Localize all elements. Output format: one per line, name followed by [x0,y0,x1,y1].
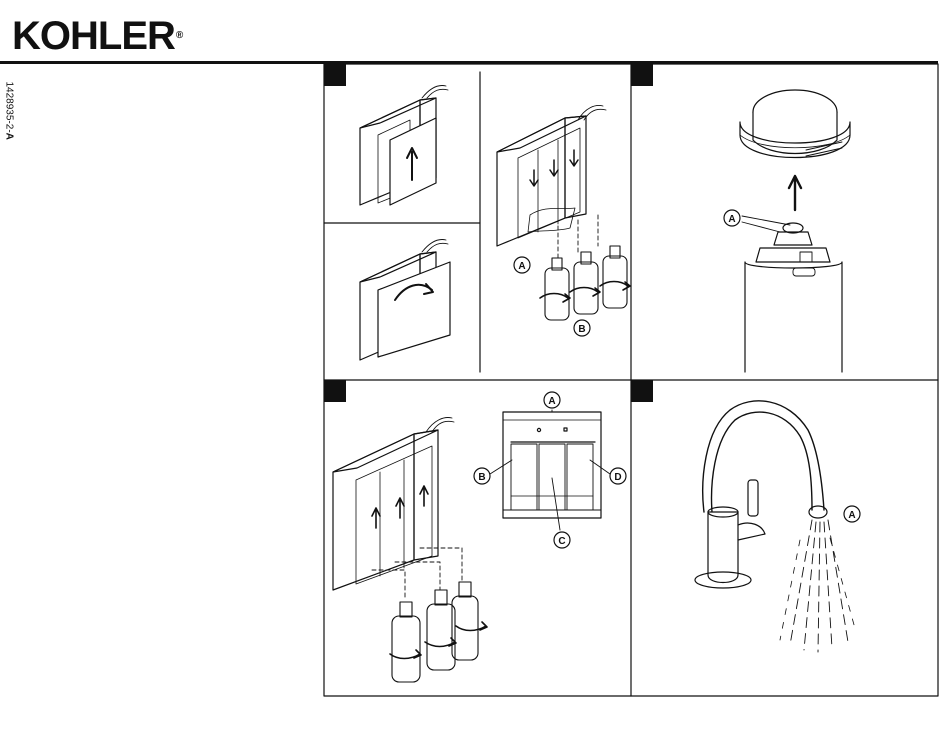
callout-panel3-d: D [610,468,626,484]
callout-panel4-a: A [844,506,860,522]
callout-panel1-a: A [514,257,530,273]
step-marker-4 [631,380,653,402]
install-cartridges-illustration [333,418,487,682]
callout-panel2-a: A [724,210,740,226]
step-marker-3 [324,380,346,402]
cover-rotate-illustration [360,240,450,361]
cartridge [545,246,627,320]
callout-text: A [518,261,525,272]
faucet-illustration [695,401,856,652]
callout-text: C [558,536,565,547]
remove-cartridges-illustration [497,106,630,320]
callout-text: B [578,324,585,335]
callout-panel3-b: B [474,468,490,484]
callout-text: A [848,510,855,521]
callout-panel1-b: B [574,320,590,336]
callout-panel3-a: A [544,392,560,408]
callout-labels: A B A A B C D A [474,210,860,548]
filter-housing-front-illustration [503,412,601,518]
step-markers [324,64,653,402]
cap-removal-illustration [740,90,850,372]
step-marker-2 [631,64,653,86]
callout-text: B [478,472,485,483]
step-marker-1 [324,64,346,86]
callout-text: A [728,214,735,225]
callout-panel3-c: C [554,532,570,548]
callout-text: A [548,396,555,407]
callout-text: D [614,472,621,483]
cover-open-illustration [360,86,448,206]
